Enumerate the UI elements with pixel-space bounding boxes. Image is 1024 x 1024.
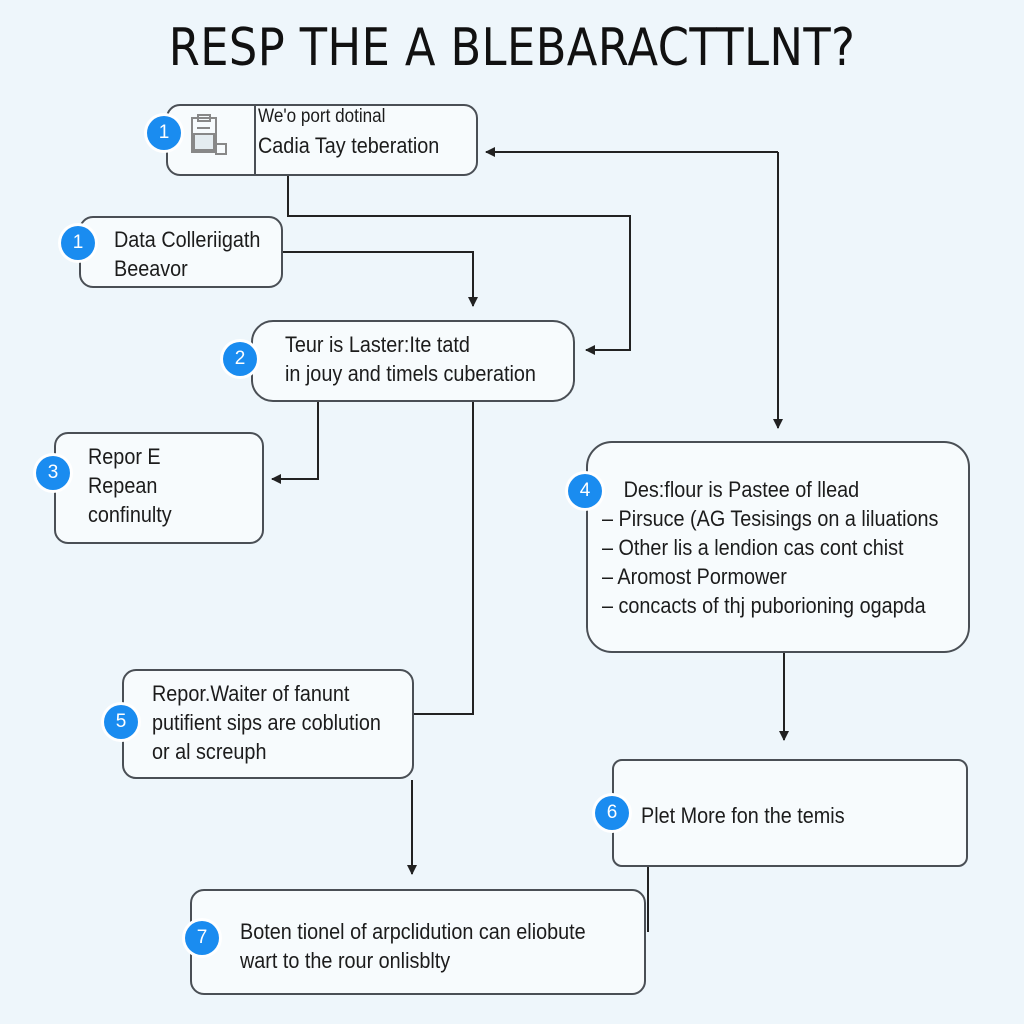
diagram-title: RESP THE A BLEBARACTTLNT? (168, 18, 856, 78)
step-badge-2: 2 (223, 342, 257, 376)
flow-box-7-text: Boten tionel of arpclidution can eliobut… (240, 919, 586, 973)
flow-box-4-text: Des:flour is Pastee of llead – Pirsuce (… (602, 477, 939, 618)
connector-n1a-to-n2 (287, 175, 631, 355)
connector-n2-to-n5 (414, 402, 474, 715)
flow-box-3-text: Repor E Repean confinulty (88, 444, 172, 527)
flow-box-1b: Data Colleriigath Beeavor (79, 216, 283, 288)
connector-n1b-to-n2 (282, 251, 478, 307)
flow-box-1b-text: Data Colleriigath Beeavor (114, 227, 261, 281)
document-lock-icon (168, 106, 256, 176)
flow-box-4: Des:flour is Pastee of llead – Pirsuce (… (586, 441, 970, 653)
step-badge-1b: 1 (61, 226, 95, 260)
step-badge-5: 5 (104, 705, 138, 739)
step-badge-1a: 1 (147, 116, 181, 150)
flow-box-3: Repor E Repean confinulty (54, 432, 264, 544)
flow-box-2-text: Teur is Laster:Ite tatd in jouy and time… (285, 332, 536, 386)
flow-box-5-text: Repor.Waiter of fanunt putifient sips ar… (152, 681, 381, 764)
flow-box-7: Boten tionel of arpclidution can eliobut… (190, 889, 646, 995)
flow-box-6: Plet More fon the temis (612, 759, 968, 867)
connector-n2-to-n3 (271, 402, 319, 484)
flow-box-1a: We'o port dotinal Cadia Tay teberation (166, 104, 478, 176)
flow-box-5: Repor.Waiter of fanunt putifient sips ar… (122, 669, 414, 779)
flow-box-6-text: Plet More fon the temis (641, 803, 845, 828)
step-badge-3: 3 (36, 456, 70, 490)
flow-box-1a-text: We'o port dotinal Cadia Tay teberation (258, 106, 440, 158)
step-badge-7: 7 (185, 921, 219, 955)
flow-box-2: Teur is Laster:Ite tatd in jouy and time… (251, 320, 575, 402)
step-badge-6: 6 (595, 796, 629, 830)
step-badge-4: 4 (568, 474, 602, 508)
